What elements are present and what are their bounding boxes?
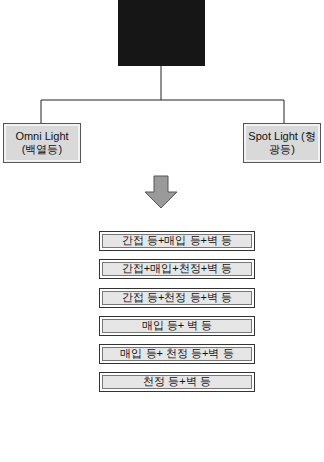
text-group: 천정 등+벽 등 xyxy=(143,375,211,388)
box-label: 매입 등+ 벽 등 xyxy=(142,319,213,332)
box-label: Omni Light (백열등) xyxy=(8,130,76,156)
combination-box: 간접 등+천정 등+벽 등 xyxy=(99,288,255,308)
combination-box: 천정 등+벽 등 xyxy=(99,372,255,392)
text-group: Omni Light (백열등) xyxy=(8,130,76,156)
dark-image xyxy=(118,0,205,66)
tree-line xyxy=(161,66,162,100)
combination-box: 매입 등+ 벽 등 xyxy=(99,316,255,336)
text-group: Spot Light (형광등) xyxy=(248,130,316,156)
box-label: 간접+매입+천정+벽 등 xyxy=(122,262,232,275)
light-type-box: Omni Light (백열등) xyxy=(3,123,81,163)
box-label: Spot Light (형광등) xyxy=(248,130,316,156)
down-arrow xyxy=(145,176,177,208)
text-group: 간접 등+천정 등+벽 등 xyxy=(122,291,232,304)
box-label: 매입 등+ 천정 등+벽 등 xyxy=(120,347,233,360)
text-group: 간접+매입+천정+벽 등 xyxy=(122,262,232,275)
text-group: 간접 등+매입 등+벽 등 xyxy=(122,234,232,247)
box-label: 천정 등+벽 등 xyxy=(143,375,211,388)
combination-box: 매입 등+ 천정 등+벽 등 xyxy=(99,344,255,364)
combination-box: 간접 등+매입 등+벽 등 xyxy=(99,231,255,251)
light-type-box: Spot Light (형광등) xyxy=(243,123,321,163)
text-group: 매입 등+ 벽 등 xyxy=(142,319,213,332)
tree-line xyxy=(41,100,284,123)
combination-box: 간접+매입+천정+벽 등 xyxy=(99,259,255,279)
text-group: 매입 등+ 천정 등+벽 등 xyxy=(120,347,233,360)
box-label: 간접 등+천정 등+벽 등 xyxy=(122,291,232,304)
box-label: 간접 등+매입 등+벽 등 xyxy=(122,234,232,247)
